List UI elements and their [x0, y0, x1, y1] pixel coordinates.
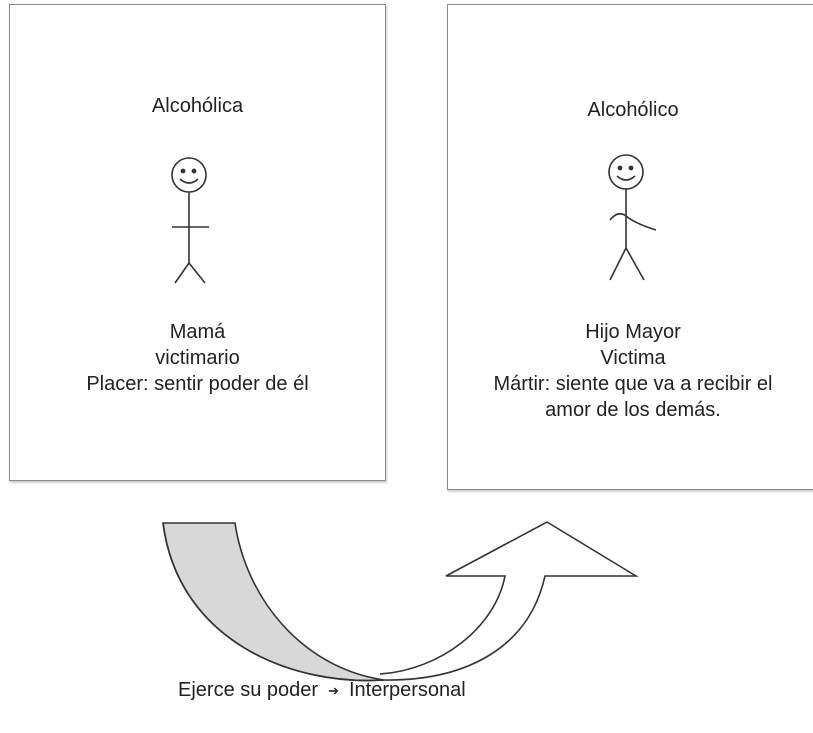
- left-role-label: Alcohólica: [151, 95, 244, 117]
- shaded-arrow-tail: [162, 522, 385, 682]
- right-description: Hijo Mayor Victima Mártir: siente que va…: [448, 319, 813, 423]
- left-type: victimario: [155, 347, 240, 369]
- left-description-text: Placer: sentir poder de él: [86, 373, 309, 395]
- left-person: Mamá: [169, 321, 226, 343]
- caption-left: Ejerce su poder: [178, 679, 319, 701]
- right-arrow-icon: ➔: [328, 682, 339, 698]
- stick-figure-son-icon: [608, 154, 657, 281]
- right-person: Hijo Mayor: [585, 321, 681, 343]
- right-role-label: Alcohólico: [587, 99, 679, 121]
- caption-right: Interpersonal: [348, 679, 466, 701]
- stick-figure-mother-icon: [171, 157, 209, 284]
- right-type: Victima: [600, 347, 666, 369]
- caption: Ejerce su poder ➔ Interpersonal: [178, 679, 466, 702]
- right-description-line2: amor de los demás.: [545, 399, 721, 421]
- left-description: Mamá victimario Placer: sentir poder de …: [10, 319, 385, 397]
- curved-arrow-outline: [379, 521, 639, 681]
- right-description-line1: Mártir: siente que va a recibir el: [493, 373, 773, 395]
- right-panel: Alcohólico Hijo Mayor Victima Mártir: si…: [447, 4, 813, 490]
- left-panel: Alcohólica Mamá victimario Placer: senti…: [9, 4, 386, 481]
